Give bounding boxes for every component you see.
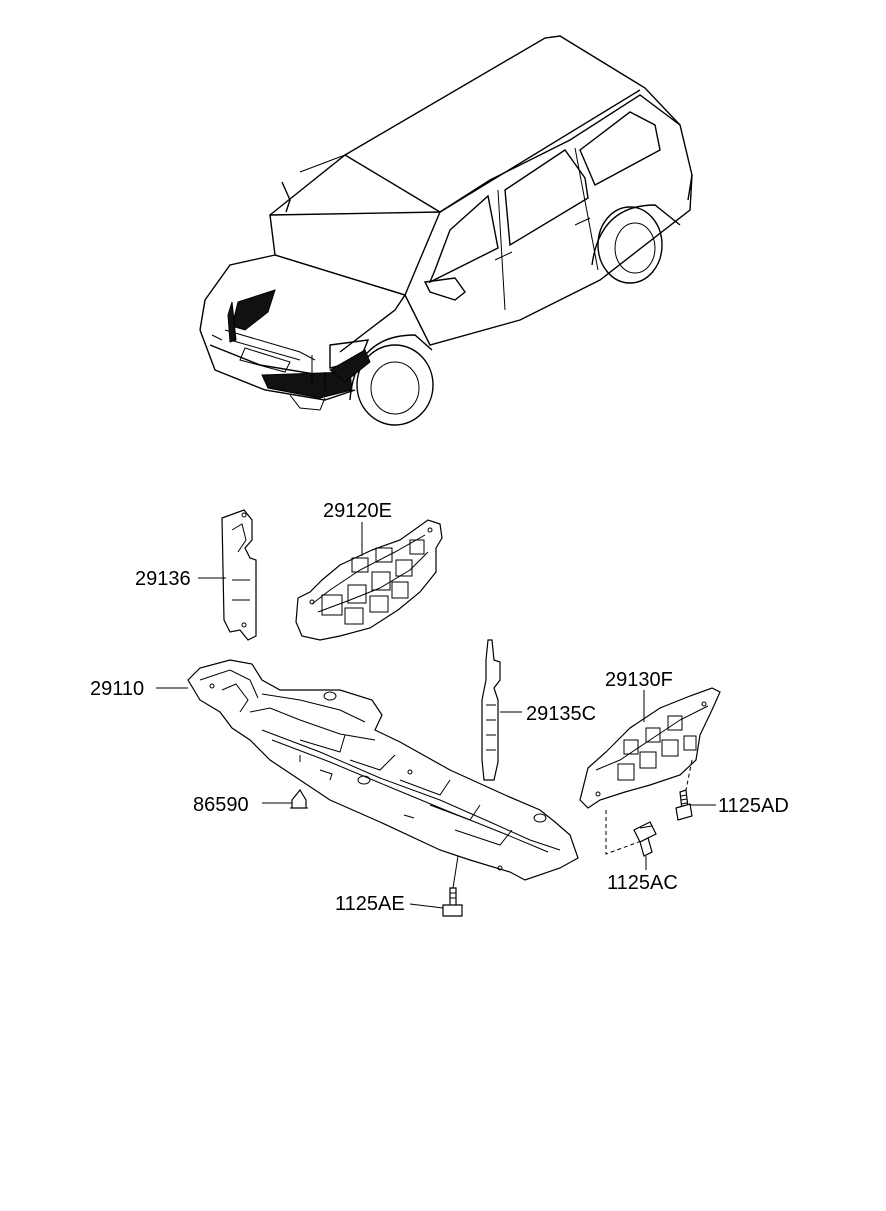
label-86590: 86590 xyxy=(193,794,249,816)
label-1125AE: 1125AE xyxy=(335,893,405,915)
part-29130F xyxy=(579,687,721,809)
bolt-1125AC xyxy=(633,821,657,857)
label-29110: 29110 xyxy=(90,678,144,700)
leader-1125AE xyxy=(409,903,444,909)
leader-1125AE-up xyxy=(452,855,459,889)
part-29136 xyxy=(221,509,257,641)
part-29135C xyxy=(481,639,501,781)
bolt-1125AE xyxy=(442,887,463,917)
vehicle-illustration xyxy=(199,35,693,426)
label-1125AD: 1125AD xyxy=(718,795,789,817)
bolt-1125AD xyxy=(675,789,693,821)
label-29135C: 29135C xyxy=(526,703,596,725)
part-29120E xyxy=(295,519,443,641)
label-29136: 29136 xyxy=(135,568,191,590)
label-1125AC: 1125AC xyxy=(607,872,678,894)
label-29130F: 29130F xyxy=(605,669,673,691)
dashed-guide-line-2 xyxy=(685,759,693,791)
dashed-guide-line xyxy=(605,810,645,855)
part-29110 xyxy=(187,659,579,881)
label-29120E: 29120E xyxy=(323,500,392,522)
clip-86590 xyxy=(290,788,308,809)
